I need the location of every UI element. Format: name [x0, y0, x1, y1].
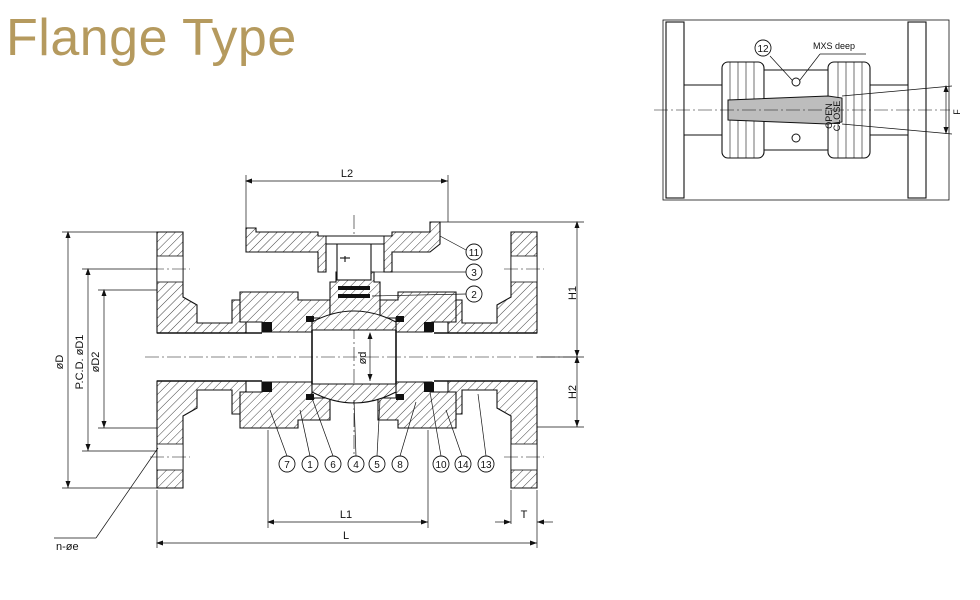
svg-text:12: 12 — [757, 44, 769, 55]
dim-t: T — [521, 509, 528, 521]
callout-7: 7 — [269, 409, 296, 473]
callout-2: 2 — [371, 285, 483, 303]
dim-l2: L2 — [341, 168, 353, 180]
page-title: Flange Type — [6, 9, 297, 67]
svg-text:3: 3 — [471, 268, 477, 279]
callout-12: 12 — [754, 39, 793, 81]
svg-text:7: 7 — [284, 460, 290, 471]
handle-open-text: OPEN — [824, 103, 834, 129]
left-flange — [150, 231, 247, 489]
section-view: H1 H2 L2 L1 L T øD P.C.D. øD1 — [54, 168, 584, 553]
stem — [336, 239, 372, 298]
dim-bore: ød — [357, 352, 369, 365]
dim-od: øD — [54, 355, 66, 370]
callout-5: 5 — [368, 399, 386, 473]
svg-text:2: 2 — [471, 290, 477, 301]
svg-text:5: 5 — [374, 460, 380, 471]
dim-h2: H2 — [567, 385, 579, 399]
callout-14: 14 — [445, 409, 472, 473]
svg-text:1: 1 — [307, 460, 313, 471]
callout-4: 4 — [347, 399, 365, 473]
ball — [311, 310, 397, 404]
callout-3: 3 — [372, 263, 483, 281]
callout-10: 10 — [429, 391, 450, 473]
dim-od2: øD2 — [90, 352, 102, 373]
svg-text:11: 11 — [469, 248, 480, 259]
mxs-deep-label: MXS deep — [813, 41, 855, 51]
callout-6: 6 — [311, 397, 342, 473]
dim-l: L — [343, 530, 349, 542]
callout-8: 8 — [391, 401, 417, 473]
callout-13: 13 — [477, 393, 495, 473]
dim-h1: H1 — [567, 286, 579, 300]
svg-text:8: 8 — [397, 460, 403, 471]
handle-close-text: CLOSE — [832, 101, 842, 132]
svg-text:10: 10 — [435, 460, 447, 471]
svg-text:13: 13 — [480, 460, 492, 471]
svg-text:4: 4 — [353, 460, 359, 471]
callout-1: 1 — [299, 409, 319, 473]
handle — [245, 221, 441, 273]
dim-bolt-holes: n-øe — [56, 541, 79, 553]
top-view-inset: OPEN CLOSE F MXS deep 12 — [654, 19, 962, 201]
right-flange — [447, 231, 544, 489]
svg-text:14: 14 — [457, 460, 469, 471]
dim-pcd: P.C.D. øD1 — [74, 335, 86, 390]
svg-text:6: 6 — [330, 460, 336, 471]
dim-l1: L1 — [340, 509, 352, 521]
callout-11: 11 — [439, 235, 483, 261]
dim-f: F — [952, 109, 962, 115]
valve-body — [239, 271, 457, 429]
